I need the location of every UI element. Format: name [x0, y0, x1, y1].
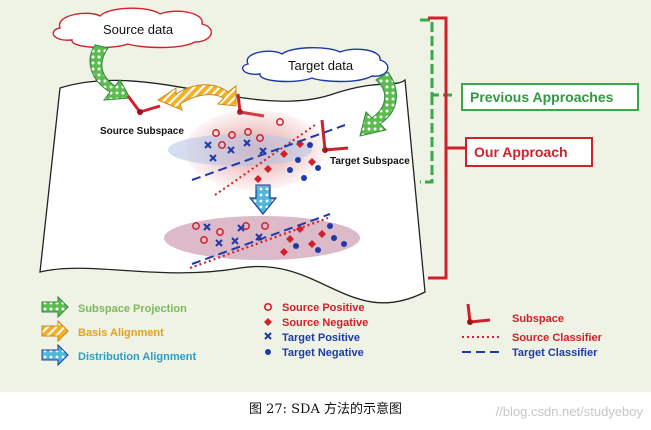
our-approach-label: Our Approach: [474, 144, 568, 160]
legend-arrows: [41, 295, 69, 367]
target-projection-arrow: [359, 71, 397, 137]
legend-source-negative-icon: [264, 318, 272, 326]
our-approach-box: [465, 137, 593, 167]
legend-target-negative-icon: [265, 349, 271, 355]
our-approach-bracket: [428, 16, 466, 280]
upper-source-classifier: [214, 124, 316, 196]
target-subspace-label: Target Subspace: [330, 156, 410, 167]
lower-target-negative: [293, 223, 347, 253]
legend-source-positive-icon: [263, 302, 272, 311]
source-data-cloud: [52, 7, 212, 49]
legend-basis-alignment-icon: [41, 319, 69, 343]
source-projection-arrow: [89, 44, 131, 101]
target-data-label: Target data: [288, 58, 354, 73]
legend-basis-alignment-label: Basis Alignment: [78, 327, 164, 339]
upper-source-positive: [212, 118, 284, 149]
previous-approaches-bracket: [420, 18, 452, 184]
source-data-label: Source data: [103, 22, 174, 37]
previous-approaches-label: Previous Approaches: [470, 89, 614, 105]
legend-subspace-label: Subspace: [512, 313, 564, 325]
upper-source-negative: [254, 140, 316, 183]
legend-subspace-projection-icon: [41, 295, 69, 319]
basis-alignment-arrow: [156, 84, 237, 111]
lower-source-negative: [280, 225, 326, 256]
lower-target-classifier: [191, 213, 331, 265]
legend-distribution-alignment-icon: [41, 343, 69, 367]
source-subspace-label: Source Subspace: [100, 126, 184, 137]
legend-target-positive-label: Target Positive: [282, 332, 360, 344]
legend-target-classifier-label: Target Classifier: [512, 347, 598, 359]
legend-source-negative-label: Source Negative: [282, 317, 368, 329]
upper-target-negative: [287, 142, 321, 181]
legend-source-positive-label: Source Positive: [282, 302, 365, 314]
diagram-canvas: Source data Target data Source Subspace …: [0, 0, 651, 392]
upper-target-positive: [204, 139, 267, 162]
watermark-text: //blog.csdn.net/studyeboy: [495, 404, 643, 419]
legend-subspace-icon: [466, 303, 491, 325]
figure-caption: 图 27: SDA 方法的示意图: [248, 402, 403, 417]
target-data-cloud: [241, 47, 389, 83]
legend-distribution-alignment-label: Distribution Alignment: [78, 351, 196, 363]
upper-blue-cluster: [168, 134, 312, 166]
legend-source-classifier-label: Source Classifier: [512, 332, 603, 344]
legend-subspace-projection-label: Subspace Projection: [78, 303, 187, 315]
previous-approaches-box: [461, 83, 639, 111]
legend-target-negative-label: Target Negative: [282, 347, 364, 359]
sda-diagram: Source data Target data Source Subspace …: [39, 7, 639, 367]
legend-target-positive-icon: [264, 332, 272, 340]
